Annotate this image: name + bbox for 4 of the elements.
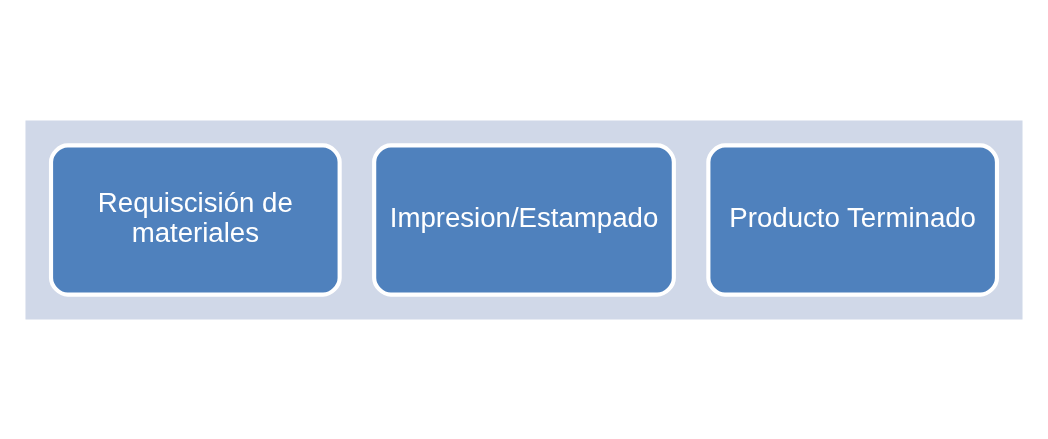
node-box: Requiscisión de materiales <box>48 142 342 297</box>
node-box: Producto Terminado <box>706 142 1000 297</box>
cluster <box>25 120 1023 319</box>
node-box: Impresion/Estampado <box>372 142 676 297</box>
